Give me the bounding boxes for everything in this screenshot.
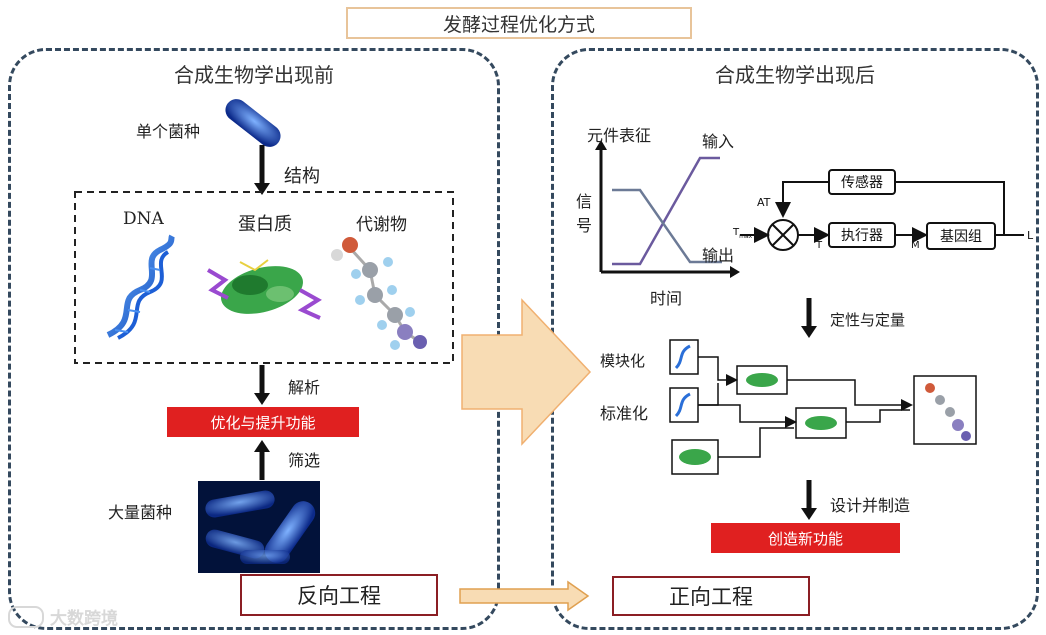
- parse-label: 解析: [288, 378, 321, 397]
- l-label: L: [1027, 229, 1034, 242]
- dna-helix-image: [106, 234, 175, 340]
- component-char-label: 元件表征: [587, 126, 652, 145]
- left-panel-title: 合成生物学出现前: [174, 63, 334, 87]
- module-dna-1: [669, 339, 699, 375]
- at-label: AT: [757, 196, 771, 209]
- t-max-label: Tmax: [733, 227, 752, 240]
- diagram-title: 发酵过程优化方式: [346, 7, 692, 39]
- t-label: T: [816, 240, 823, 251]
- big-transition-arrow: [461, 298, 592, 446]
- dna-label: DNA: [123, 209, 164, 229]
- optimize-function-box: 优化与提升功能: [167, 407, 359, 437]
- design-label: 设计并制造: [830, 496, 911, 515]
- input-label: 输入: [702, 132, 735, 151]
- output-label: 输出: [702, 246, 735, 265]
- protein-image: [206, 259, 322, 320]
- t-max-subscript: max: [739, 233, 753, 240]
- time-label: 时间: [650, 289, 683, 308]
- output-curve: [612, 188, 722, 264]
- modular-network: [669, 339, 977, 475]
- create-function-box: 创造新功能: [711, 523, 900, 553]
- modular-label: 模块化: [600, 352, 646, 370]
- reverse-engineering-box: 反向工程: [240, 574, 438, 616]
- watermark-logo-icon: [8, 605, 44, 628]
- metabolite-image: [331, 237, 427, 350]
- input-curve: [612, 156, 720, 266]
- qual-quant-label: 定性与定量: [830, 311, 906, 329]
- molecule-box: [74, 191, 454, 364]
- module-dna-2: [669, 387, 699, 423]
- sensor-box: 传感器: [828, 169, 896, 195]
- watermark: 大数跨境: [8, 604, 118, 629]
- single-bacterium-image: [225, 99, 281, 147]
- many-bacteria-image: [198, 481, 320, 573]
- screen-label: 筛选: [288, 451, 321, 470]
- structure-label: 结构: [284, 166, 320, 187]
- metabolite-label: 代谢物: [356, 215, 407, 235]
- many-strains-label: 大量菌种: [108, 503, 173, 522]
- control-loop: [740, 181, 1024, 251]
- m-label: M: [911, 240, 920, 251]
- right-panel-title: 合成生物学出现后: [715, 63, 875, 87]
- standard-label: 标准化: [600, 404, 649, 423]
- signal-label: 信 号: [576, 192, 593, 235]
- gene-group-box: 基因组: [926, 222, 996, 250]
- forward-engineering-box: 正向工程: [612, 576, 810, 616]
- t-max-letter: T: [733, 227, 740, 238]
- single-strain-label: 单个菌种: [136, 122, 201, 141]
- watermark-text: 大数跨境: [50, 609, 118, 629]
- component-chart: [595, 140, 740, 278]
- protein-label: 蛋白质: [238, 214, 292, 235]
- reverse-to-forward-arrow: [459, 580, 590, 612]
- actuator-box: 执行器: [828, 222, 896, 248]
